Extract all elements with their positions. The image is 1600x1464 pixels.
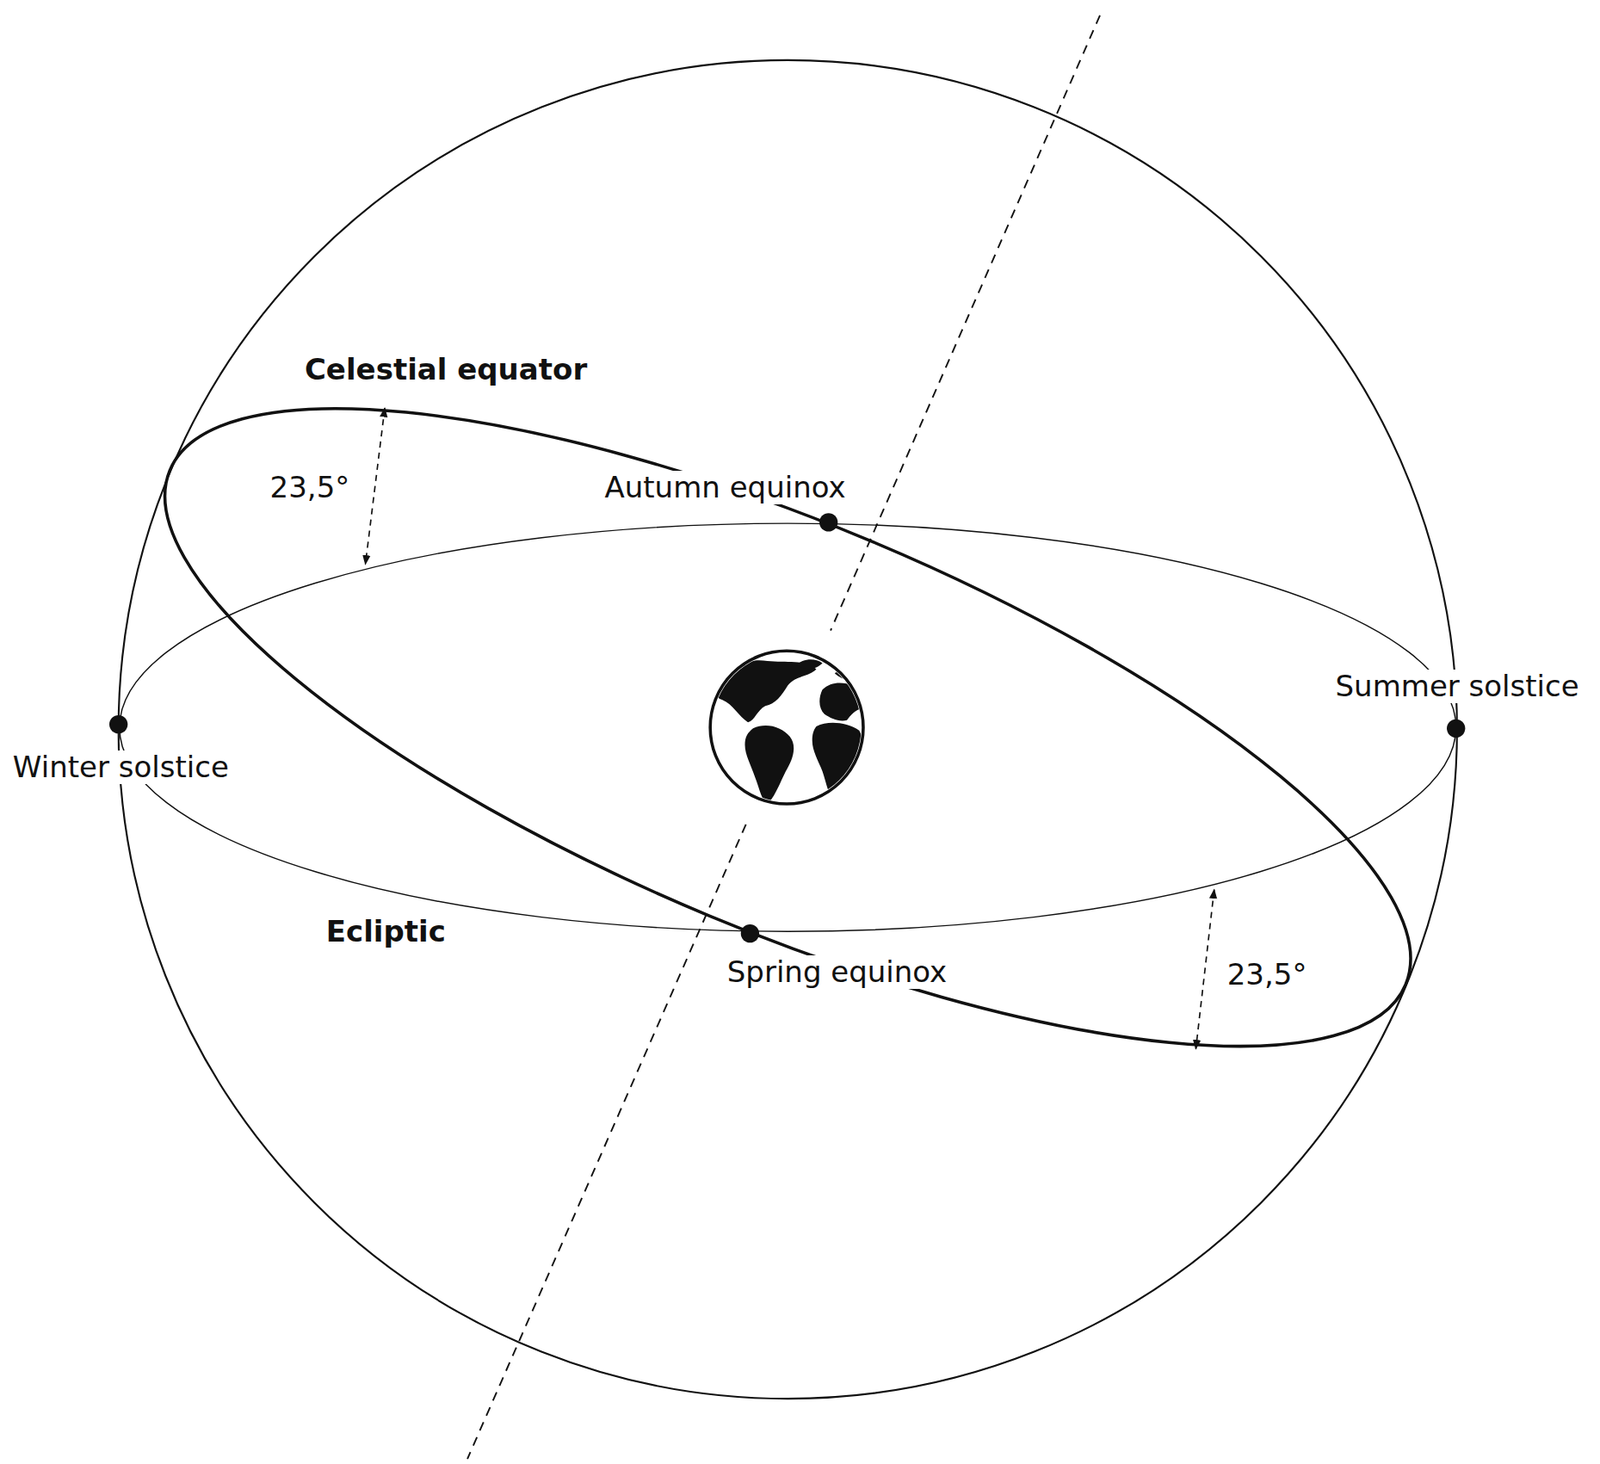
earth-globe bbox=[710, 650, 866, 804]
angle-arrow bbox=[1195, 889, 1214, 1050]
circle-name: Celestial equator bbox=[302, 352, 590, 387]
point-name: Autumn equinox bbox=[601, 470, 848, 505]
ecliptic-circle bbox=[119, 523, 1457, 932]
point-name: Spring equinox bbox=[724, 955, 950, 989]
solstice-point bbox=[1446, 719, 1465, 738]
celestial-equator-circle bbox=[91, 281, 1484, 1173]
circle-name: Ecliptic bbox=[323, 914, 449, 949]
solstice-point bbox=[109, 715, 128, 734]
point-name: Winter solstice bbox=[10, 750, 232, 785]
equinox-point bbox=[741, 924, 760, 943]
angle-value: 23,5° bbox=[1224, 957, 1310, 992]
angle-value: 23,5° bbox=[267, 470, 353, 505]
angle-arrow bbox=[365, 407, 386, 564]
rotation-axis bbox=[830, 15, 1100, 631]
rotation-axis bbox=[467, 824, 747, 1459]
equinox-point bbox=[819, 512, 838, 532]
point-name: Summer solstice bbox=[1333, 669, 1582, 704]
celestial-sphere bbox=[118, 60, 1458, 1399]
